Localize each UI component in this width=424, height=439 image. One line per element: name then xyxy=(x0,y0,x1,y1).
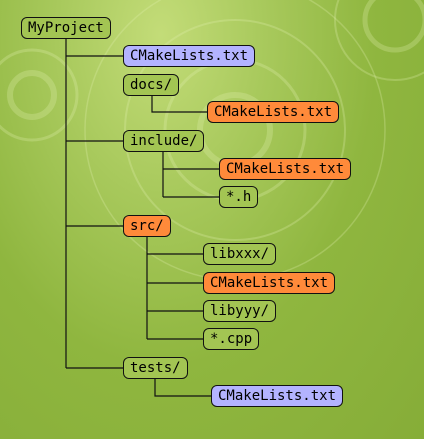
libyyy-folder[interactable]: libyyy/ xyxy=(203,300,277,322)
cpp-source-files[interactable]: *.cpp xyxy=(203,328,260,350)
include-folder[interactable]: include/ xyxy=(123,130,205,152)
src-cmakelists-file[interactable]: CMakeLists.txt xyxy=(203,272,336,294)
tests-cmakelists-file[interactable]: CMakeLists.txt xyxy=(211,385,344,407)
src-folder[interactable]: src/ xyxy=(123,215,171,237)
docs-cmakelists-file[interactable]: CMakeLists.txt xyxy=(207,101,340,123)
tests-folder[interactable]: tests/ xyxy=(123,357,188,379)
docs-folder[interactable]: docs/ xyxy=(123,74,180,96)
header-files[interactable]: *.h xyxy=(219,186,259,208)
root-cmakelists-file[interactable]: CMakeLists.txt xyxy=(123,45,256,67)
libxxx-folder[interactable]: libxxx/ xyxy=(203,243,277,265)
include-cmakelists-file[interactable]: CMakeLists.txt xyxy=(219,158,352,180)
root-folder[interactable]: MyProject xyxy=(21,17,111,39)
